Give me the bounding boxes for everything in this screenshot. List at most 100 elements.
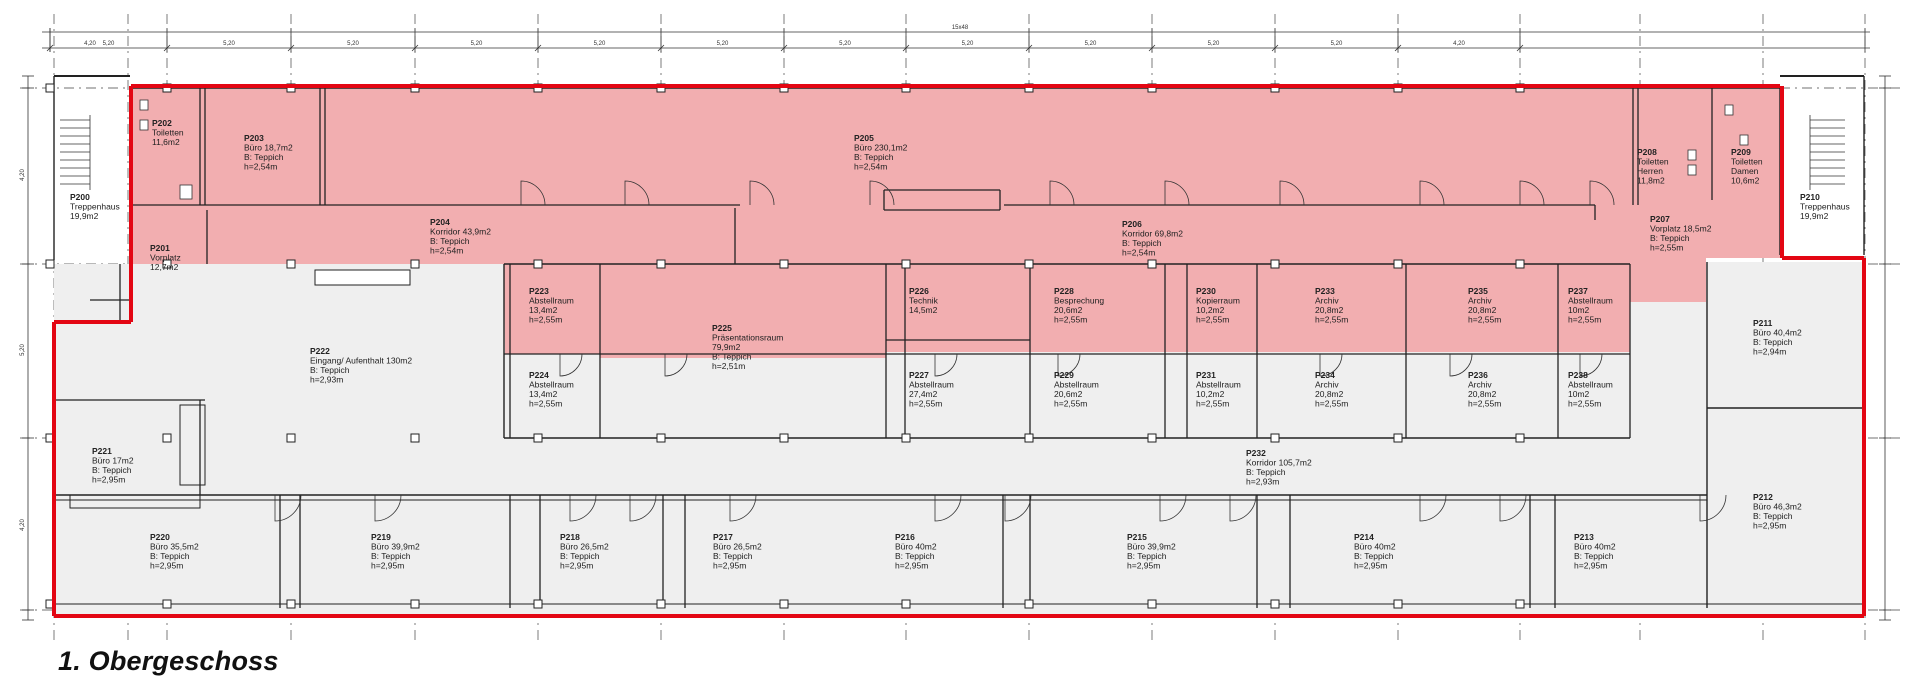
fixtures bbox=[45, 83, 1845, 609]
door-swing bbox=[569, 494, 597, 522]
room-detail: Büro 40m2 bbox=[1574, 542, 1616, 552]
room-id: P220 bbox=[150, 532, 170, 542]
column-marker bbox=[162, 433, 172, 443]
room-detail: Büro 39,9m2 bbox=[1127, 542, 1176, 552]
room-detail: 79,9m2 bbox=[712, 342, 741, 352]
room-detail: Herren bbox=[1637, 166, 1663, 176]
room-id: P211 bbox=[1753, 318, 1773, 328]
column-marker bbox=[533, 259, 543, 269]
door-swing bbox=[1164, 180, 1190, 206]
room-detail: h=2,95m bbox=[1127, 561, 1160, 571]
room-detail: B: Teppich bbox=[560, 551, 600, 561]
dimension-segment: 5,20 bbox=[717, 41, 729, 47]
room-id: P238 bbox=[1568, 370, 1588, 380]
room-id: P216 bbox=[895, 532, 915, 542]
column-marker bbox=[1515, 259, 1525, 269]
room-detail: h=2,55m bbox=[909, 399, 942, 409]
room-detail: Toiletten bbox=[1731, 157, 1763, 167]
dimension-segment: 5,20 bbox=[1085, 41, 1097, 47]
dimension-tick bbox=[657, 44, 665, 52]
room-detail: Korridor 43,9m2 bbox=[430, 227, 491, 237]
door-swing bbox=[1699, 494, 1727, 522]
floor-title: 1. Obergeschoss bbox=[58, 646, 279, 676]
room-id: P208 bbox=[1637, 147, 1657, 157]
room-detail: Korridor 69,8m2 bbox=[1122, 229, 1183, 239]
column-marker bbox=[45, 259, 55, 269]
room-id: P236 bbox=[1468, 370, 1488, 380]
room-id: P201 bbox=[150, 243, 170, 253]
room-detail: Abstellraum bbox=[1568, 380, 1613, 390]
kitchen-counter bbox=[314, 269, 411, 286]
column-marker bbox=[1147, 599, 1157, 609]
column-marker bbox=[410, 599, 420, 609]
room-detail: h=2,55m bbox=[1468, 399, 1501, 409]
room-detail: h=2,55m bbox=[1054, 399, 1087, 409]
room-id: P214 bbox=[1354, 532, 1374, 542]
column-marker bbox=[779, 433, 789, 443]
column-marker bbox=[533, 433, 543, 443]
room-detail: h=2,55m bbox=[1568, 399, 1601, 409]
room-detail: 20,8m2 bbox=[1315, 389, 1344, 399]
column-marker bbox=[901, 599, 911, 609]
dimension-tick bbox=[534, 44, 542, 52]
room-detail: 11,8m2 bbox=[1637, 176, 1665, 186]
room-detail: 10,6m2 bbox=[1731, 176, 1760, 186]
room-fills bbox=[54, 88, 1864, 616]
column-marker bbox=[533, 599, 543, 609]
room-id: P230 bbox=[1196, 286, 1216, 296]
toilet-fixture bbox=[1687, 149, 1697, 161]
door-swing bbox=[1057, 353, 1081, 377]
room-detail: h=2,55m bbox=[1315, 315, 1348, 325]
room-id: P217 bbox=[713, 532, 733, 542]
dimension-overall: 15x48 bbox=[952, 25, 969, 31]
desk bbox=[69, 494, 201, 509]
room-detail: h=2,54m bbox=[1122, 248, 1155, 258]
room-detail: 20,8m2 bbox=[1315, 305, 1344, 315]
room-detail: Abstellraum bbox=[529, 296, 574, 306]
dimension-segment: 5,20 bbox=[223, 41, 235, 47]
room-detail: Technik bbox=[909, 296, 939, 306]
door-swing bbox=[274, 494, 302, 522]
room-id: P235 bbox=[1468, 286, 1488, 296]
dimension-tick bbox=[1394, 44, 1402, 52]
room-detail: h=2,93m bbox=[1246, 477, 1279, 487]
room-detail: B: Teppich bbox=[895, 551, 935, 561]
dimension-segment: 5,20 bbox=[839, 41, 851, 47]
room-detail: B: Teppich bbox=[712, 352, 752, 362]
room-detail: Vorplatz bbox=[150, 253, 181, 263]
room-detail: h=2,55m bbox=[529, 399, 562, 409]
dimension-tick bbox=[902, 44, 910, 52]
room-id: P226 bbox=[909, 286, 929, 296]
column-marker bbox=[1024, 433, 1034, 443]
room-id: P233 bbox=[1315, 286, 1335, 296]
room-id: P222 bbox=[310, 346, 330, 356]
door-swing bbox=[1049, 180, 1075, 206]
door-swing bbox=[934, 494, 962, 522]
room-id: P203 bbox=[244, 133, 264, 143]
door-swing bbox=[559, 353, 583, 377]
room-detail: 20,8m2 bbox=[1468, 305, 1497, 315]
dimension-segment: 5,20 bbox=[594, 41, 606, 47]
room-detail: B: Teppich bbox=[244, 152, 284, 162]
column-marker bbox=[286, 259, 296, 269]
dimension-vertical: 4,20 bbox=[20, 519, 26, 531]
door-swing bbox=[520, 180, 546, 206]
room-detail: h=2,55m bbox=[1196, 399, 1229, 409]
room-detail: Treppenhaus bbox=[70, 202, 120, 212]
room-detail: h=2,54m bbox=[244, 162, 277, 172]
room-detail: Büro 17m2 bbox=[92, 456, 134, 466]
